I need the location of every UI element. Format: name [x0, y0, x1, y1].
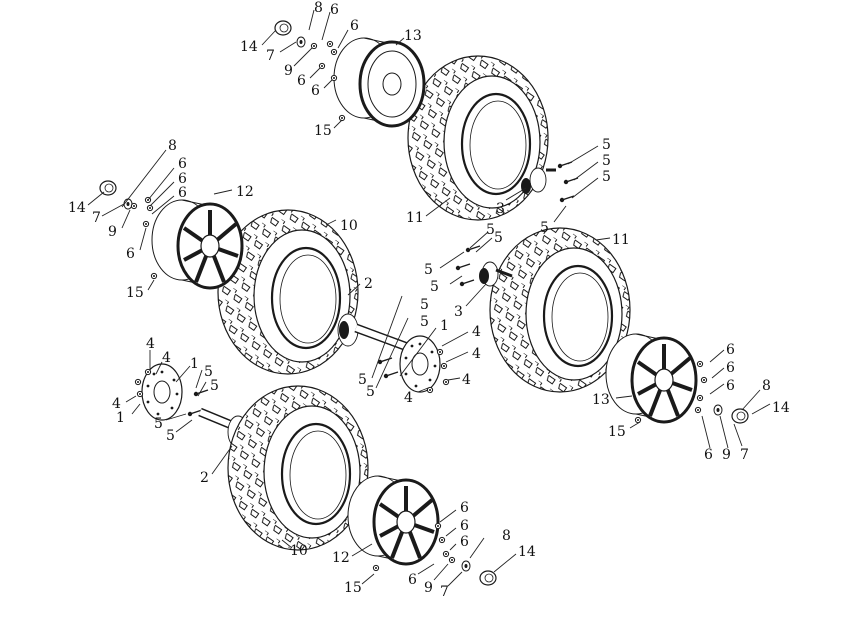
callout-6: 6	[126, 246, 135, 262]
leader-lines	[87, 9, 771, 587]
callout-7: 7	[92, 210, 101, 226]
callout-11: 11	[406, 210, 424, 226]
callout-12: 12	[236, 184, 254, 200]
rim-12-upper	[150, 198, 244, 290]
rim-13-right	[604, 332, 698, 424]
callout-6: 6	[726, 342, 735, 358]
callout-15: 15	[314, 123, 332, 139]
callout-11: 11	[612, 232, 630, 248]
callout-5: 5	[420, 297, 429, 313]
callout-3: 3	[496, 201, 505, 217]
callout-8: 8	[502, 528, 511, 544]
callout-15: 15	[126, 285, 144, 301]
callout-5: 5	[602, 137, 611, 153]
callout-6: 6	[330, 2, 339, 18]
callout-9: 9	[722, 447, 731, 463]
callout-6: 6	[460, 518, 469, 534]
callout-4: 4	[162, 350, 171, 366]
callout-8: 8	[168, 138, 177, 154]
tire-10-lower	[226, 384, 370, 552]
callout-14: 14	[68, 200, 86, 216]
callout-7: 7	[440, 584, 449, 600]
callout-5: 5	[366, 384, 375, 400]
callout-3: 3	[454, 304, 463, 320]
callout-8: 8	[762, 378, 771, 394]
callout-labels: 14 7 8 9 6 6 6 6 13 15 11 5 5 5 5 3 14 7…	[68, 0, 790, 600]
callout-9: 9	[108, 224, 117, 240]
callout-6: 6	[460, 500, 469, 516]
callout-14: 14	[240, 39, 258, 55]
callout-6: 6	[460, 534, 469, 550]
rim-13-top	[332, 36, 426, 128]
callout-12: 12	[332, 550, 350, 566]
callout-6: 6	[311, 83, 320, 99]
callout-10: 10	[340, 218, 358, 234]
callout-7: 7	[266, 48, 275, 64]
callout-6: 6	[178, 185, 187, 201]
callout-15: 15	[344, 580, 362, 596]
bottom-wheel-assembly	[134, 363, 497, 586]
cap-14-top	[274, 20, 292, 36]
callout-9: 9	[424, 580, 433, 596]
tire-11-top	[406, 54, 550, 222]
callout-6: 6	[726, 378, 735, 394]
callout-14: 14	[518, 544, 536, 560]
callout-1: 1	[190, 356, 199, 372]
callout-13: 13	[592, 392, 610, 408]
callout-5: 5	[358, 372, 367, 388]
callout-4: 4	[472, 346, 481, 362]
callout-4: 4	[472, 324, 481, 340]
top-right-wheel-assembly	[274, 20, 579, 222]
callout-6: 6	[408, 572, 417, 588]
callout-5: 5	[210, 378, 219, 394]
callout-4: 4	[404, 390, 413, 406]
callout-6: 6	[297, 73, 306, 89]
callout-10: 10	[290, 543, 308, 559]
callout-6: 6	[726, 360, 735, 376]
callout-2: 2	[364, 276, 373, 292]
callout-4: 4	[462, 372, 471, 388]
hub-2-upper	[337, 313, 412, 353]
callout-5: 5	[420, 314, 429, 330]
callout-6: 6	[350, 18, 359, 34]
hub-3-right	[479, 261, 513, 287]
callout-6: 6	[704, 447, 713, 463]
callout-15: 15	[608, 424, 626, 440]
callout-5: 5	[430, 279, 439, 295]
callout-7: 7	[740, 447, 749, 463]
callout-5: 5	[166, 428, 175, 444]
callout-6: 6	[178, 156, 187, 172]
callout-13: 13	[404, 28, 422, 44]
callout-14: 14	[772, 400, 790, 416]
cap-14-right	[731, 408, 749, 424]
callout-5: 5	[204, 364, 213, 380]
callout-2: 2	[200, 470, 209, 486]
right-wheel-assembly	[455, 226, 749, 424]
callout-4: 4	[112, 396, 121, 412]
callout-1: 1	[116, 410, 125, 426]
callout-5: 5	[494, 230, 503, 246]
callout-8: 8	[314, 0, 323, 16]
callout-6: 6	[178, 171, 187, 187]
callout-1: 1	[440, 318, 449, 334]
callout-5: 5	[602, 153, 611, 169]
middle-left-wheel-assembly	[99, 180, 450, 394]
callout-5: 5	[154, 416, 163, 432]
disc-1-upper	[399, 335, 441, 393]
callout-9: 9	[284, 63, 293, 79]
cap-14-lower	[479, 570, 497, 586]
callout-4: 4	[146, 336, 155, 352]
callout-5: 5	[602, 169, 611, 185]
callout-5: 5	[540, 220, 549, 236]
callout-5: 5	[486, 222, 495, 238]
callout-5: 5	[424, 262, 433, 278]
